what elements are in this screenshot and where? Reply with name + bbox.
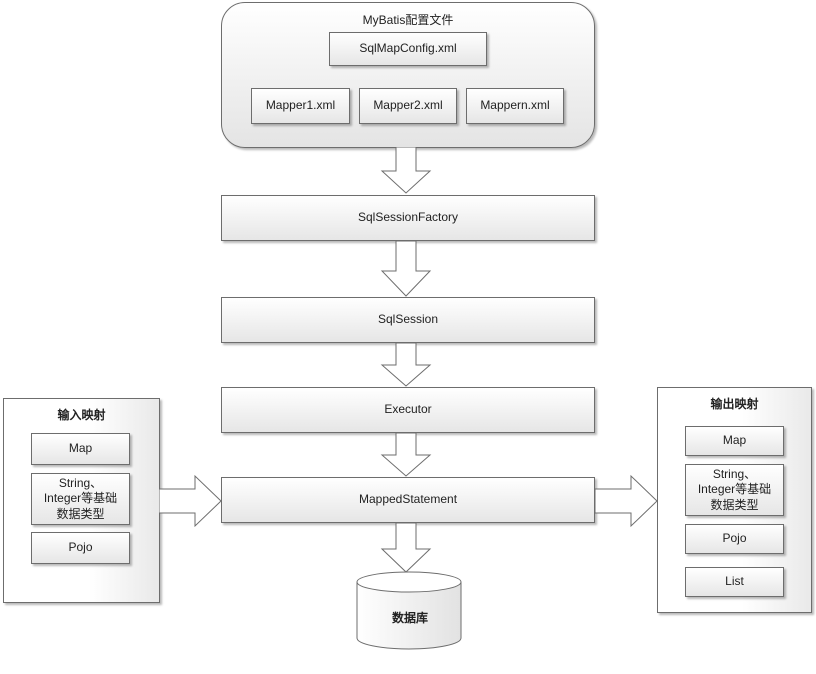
mappedstatement-box: MappedStatement: [221, 477, 595, 523]
output-map-label: Map: [722, 433, 747, 448]
input-mapping-panel: 输入映射: [3, 398, 160, 603]
input-basic-types-item: String、 Integer等基础 数据类型: [31, 473, 130, 525]
output-map-item: Map: [685, 426, 784, 456]
arrow-down-icon: [380, 433, 432, 477]
output-basic-types-line3: 数据类型: [710, 497, 759, 512]
input-mapping-title: 输入映射: [57, 408, 106, 422]
mybatis-config-group: MyBatis配置文件: [221, 2, 595, 148]
output-basic-types-item: String、 Integer等基础 数据类型: [685, 464, 784, 516]
mybatis-config-title: MyBatis配置文件: [362, 13, 454, 27]
sqlsession-label: SqlSession: [377, 312, 439, 327]
database-label: 数据库: [391, 611, 428, 625]
arrow-right-icon: [595, 474, 658, 528]
output-list-label: List: [725, 574, 744, 589]
sqlsessionfactory-label: SqlSessionFactory: [357, 210, 459, 225]
mappedstatement-label: MappedStatement: [358, 492, 458, 507]
arrow-down-icon: [380, 343, 432, 387]
sqlsession-box: SqlSession: [221, 297, 595, 343]
mappern-box: Mappern.xml: [466, 88, 564, 124]
output-mapping-title: 输出映射: [710, 397, 759, 411]
mapper1-box: Mapper1.xml: [251, 88, 350, 124]
input-basic-types-line2: Integer等基础: [43, 491, 118, 506]
input-pojo-label: Pojo: [68, 540, 93, 555]
mapper1-label: Mapper1.xml: [265, 98, 336, 113]
mapper2-box: Mapper2.xml: [359, 88, 457, 124]
mappern-label: Mappern.xml: [480, 98, 550, 113]
sqlsessionfactory-box: SqlSessionFactory: [221, 195, 595, 241]
sqlmapconfig-box: SqlMapConfig.xml: [329, 32, 487, 66]
output-pojo-label: Pojo: [722, 531, 747, 546]
output-basic-types-line2: Integer等基础: [697, 482, 772, 497]
input-basic-types-line3: 数据类型: [56, 506, 105, 521]
input-map-item: Map: [31, 433, 130, 465]
input-pojo-item: Pojo: [31, 532, 130, 564]
database-icon: [356, 571, 462, 650]
mapper2-label: Mapper2.xml: [373, 98, 443, 113]
executor-box: Executor: [221, 387, 595, 433]
output-pojo-item: Pojo: [685, 524, 784, 554]
arrow-down-icon: [380, 241, 432, 297]
arrow-right-icon: [159, 474, 222, 528]
executor-label: Executor: [384, 402, 432, 417]
sqlmapconfig-label: SqlMapConfig.xml: [359, 41, 457, 56]
output-basic-types-line1: String、: [712, 466, 757, 481]
input-map-label: Map: [68, 441, 93, 456]
arrow-down-icon: [380, 523, 432, 573]
output-list-item: List: [685, 567, 784, 597]
arrow-down-icon: [380, 147, 432, 194]
input-basic-types-line1: String、: [58, 475, 103, 490]
